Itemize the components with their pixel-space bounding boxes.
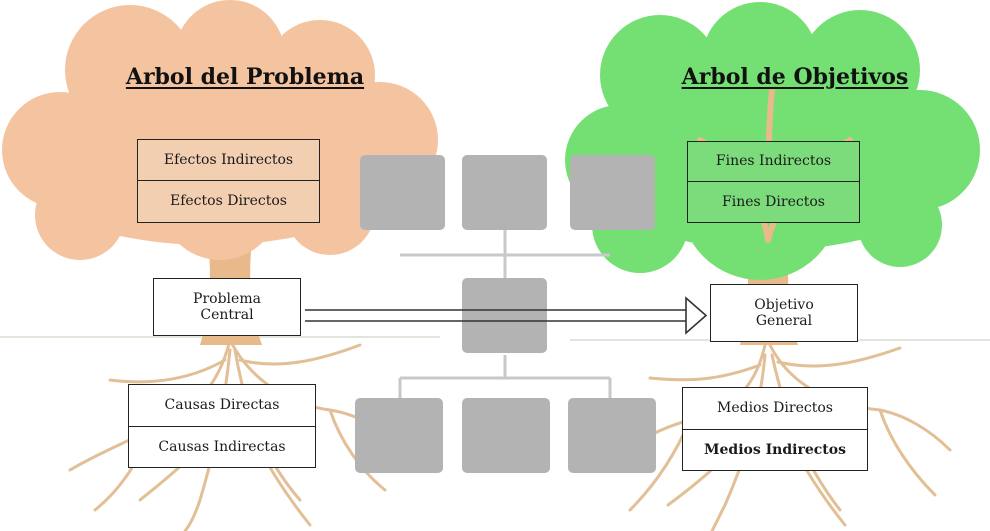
gray-box-top-right [570,155,655,230]
ends-indirect-box: Fines Indirectos [687,141,860,182]
center-connectors [398,228,612,398]
problem-tree-title: Arbol del Problema [125,64,365,91]
effects-indirect-box: Efectos Indirectos [137,139,320,181]
ends-direct-box: Fines Directos [687,181,860,223]
general-objective-box: Objetivo General [710,284,858,342]
causes-indirect-box: Causas Indirectas [128,426,316,468]
gray-box-bottom-center [462,398,550,473]
central-problem-box: Problema Central [153,278,301,336]
gray-box-middle [462,278,547,353]
objective-tree-title: Arbol de Objetivos [681,64,909,91]
gray-box-top-left [360,155,445,230]
means-direct-box: Medios Directos [682,387,868,430]
effects-direct-box: Efectos Directos [137,180,320,223]
gray-box-bottom-left [355,398,443,473]
causes-direct-box: Causas Directas [128,384,316,427]
center-gray-boxes [355,155,656,473]
means-indirect-box: Medios Indirectos [682,429,868,471]
double-line-arrow-right-icon [305,296,708,335]
gray-box-top-center [462,155,547,230]
gray-box-bottom-right [568,398,656,473]
